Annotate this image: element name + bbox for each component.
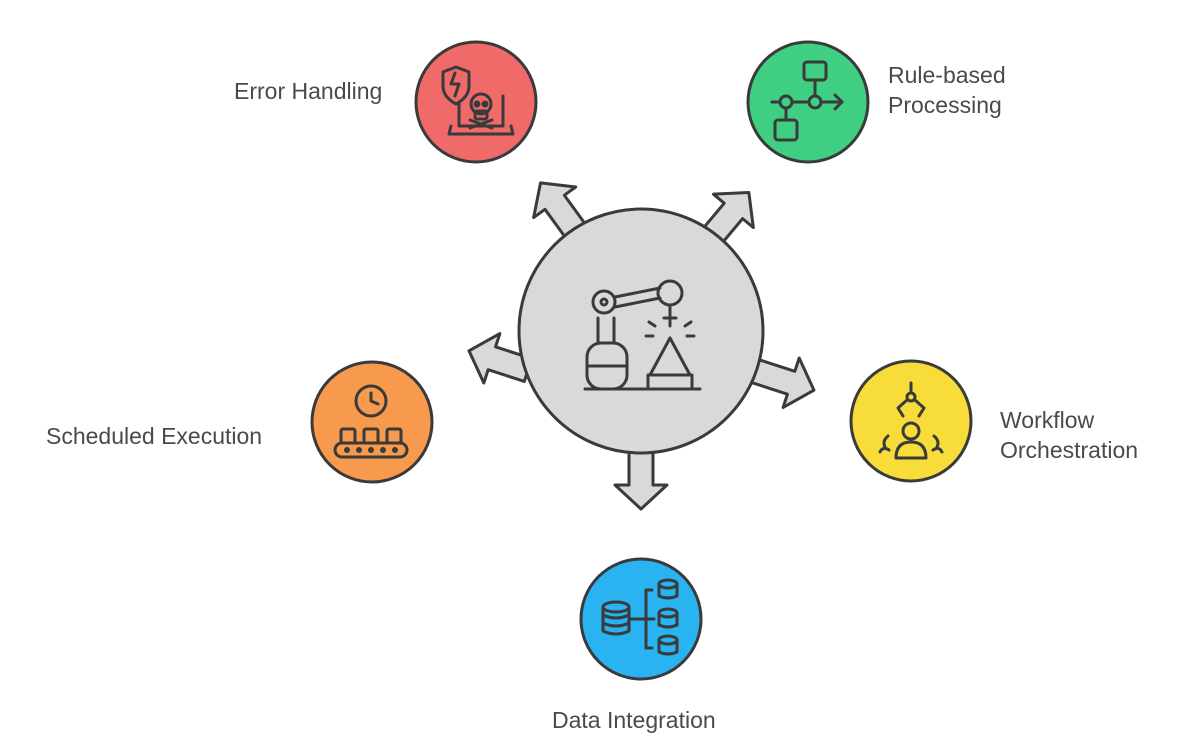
- node-scheduled-execution: [310, 360, 434, 484]
- error-laptop-icon: [441, 65, 515, 136]
- label-rule-based-processing: Rule-based Processing: [888, 60, 1006, 120]
- label-data-integration-line-1: Data Integration: [552, 707, 716, 733]
- flowchart-icon: [770, 60, 844, 142]
- clock-conveyor-icon: [333, 384, 409, 459]
- label-error-handling: Error Handling: [234, 76, 382, 106]
- arrow-to-error-handling: [532, 181, 589, 242]
- label-error-handling-line-1: Error Handling: [234, 78, 383, 104]
- label-rule-based-processing-line-1: Rule-based: [888, 62, 1006, 88]
- label-scheduled-execution-line-1: Scheduled Execution: [46, 423, 263, 449]
- center-hub: [517, 207, 765, 455]
- arrow-to-data-integration: [613, 445, 669, 511]
- arrow-to-workflow-orchestration: [749, 356, 816, 409]
- node-workflow-orchestration: [849, 359, 973, 483]
- label-workflow-orchestration-line-2: Orchestration: [1000, 437, 1139, 463]
- label-rule-based-processing-line-2: Processing: [888, 92, 1002, 118]
- label-workflow-orchestration-line-1: Workflow: [1000, 407, 1095, 433]
- label-scheduled-execution: Scheduled Execution: [46, 421, 262, 451]
- database-integration-icon: [601, 578, 679, 656]
- label-workflow-orchestration: Workflow Orchestration: [1000, 405, 1138, 465]
- label-data-integration: Data Integration: [552, 705, 716, 735]
- robotic-arm-icon: [583, 279, 702, 391]
- robot-claw-people-icon: [878, 381, 944, 460]
